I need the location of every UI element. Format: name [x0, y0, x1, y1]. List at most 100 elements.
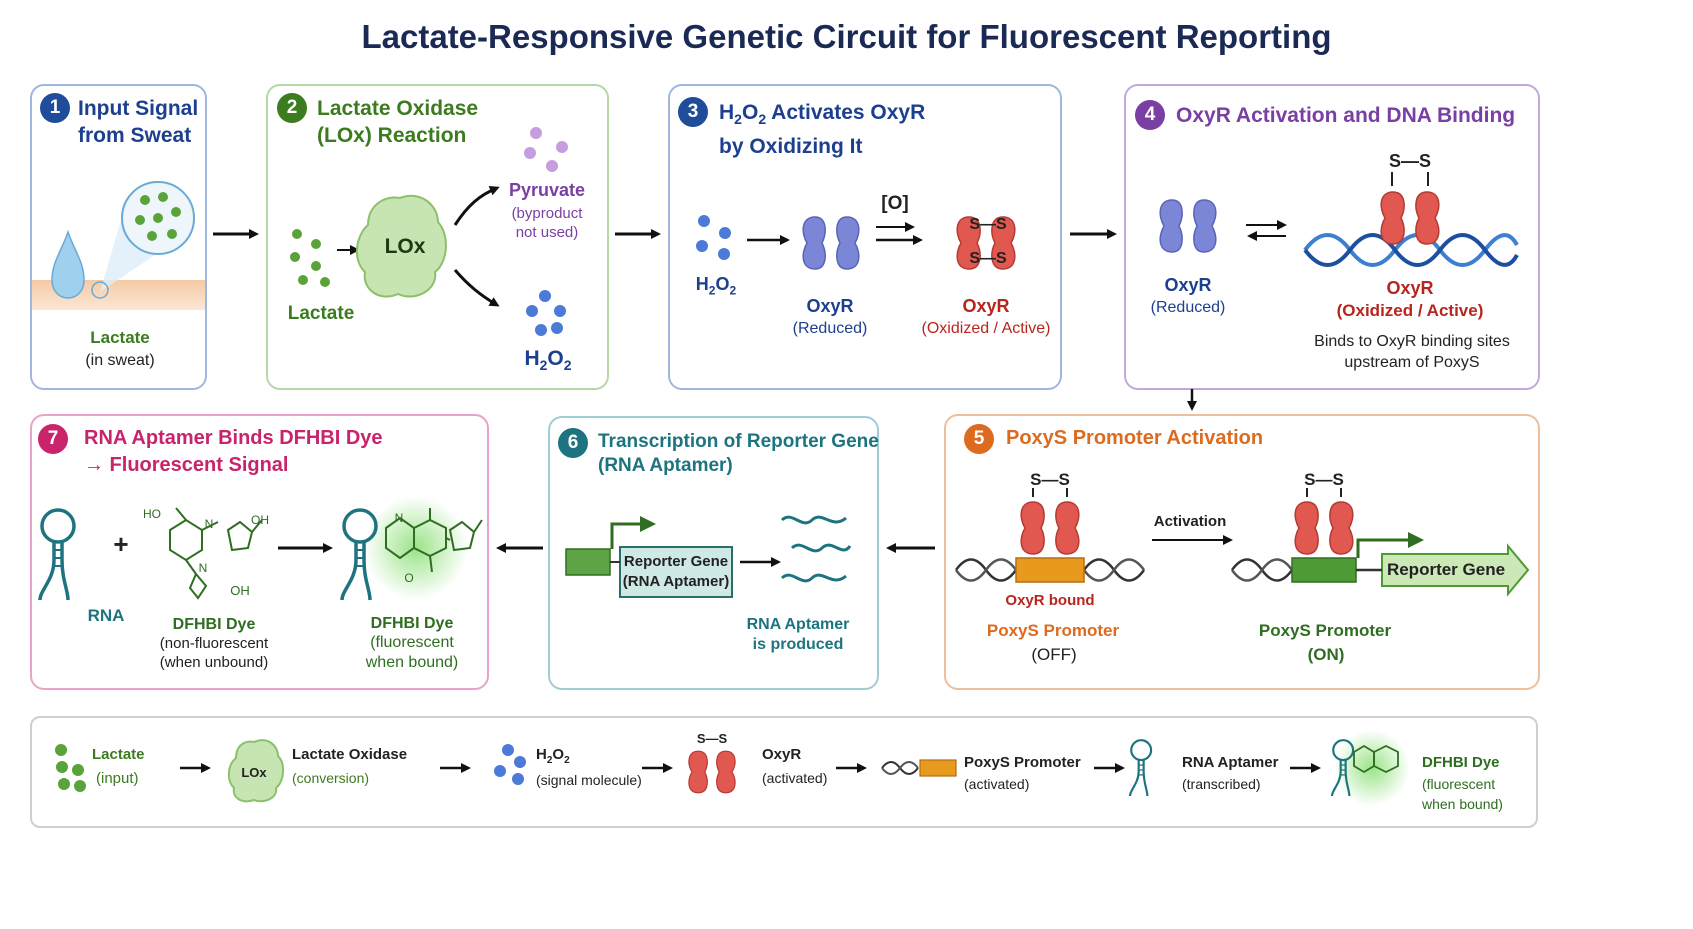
chem-n1: N [204, 517, 214, 531]
lactate-molecules [290, 229, 330, 287]
lactate-label-p2: Lactate [287, 303, 355, 324]
summary-lox-icon [228, 739, 284, 803]
plus-sign: + [113, 529, 129, 559]
step-number-7: 7 [38, 424, 68, 454]
panel-6-transcription [548, 416, 879, 690]
panel-7-title: RNA Aptamer Binds DFHBI Dye→ Fluorescent… [84, 427, 383, 476]
panel-4-title: OxyR Activation and DNA Binding [1176, 104, 1516, 127]
oxidant-label: [O] [881, 193, 909, 214]
promoter-box-p6 [565, 548, 611, 576]
promoter-on-name: PoxyS Promoter [1258, 621, 1392, 640]
step-number-3: 3 [678, 97, 708, 127]
reporter-gene-label-p6: Reporter Gene(RNA Aptamer) [622, 553, 730, 590]
dfhbi-structure [169, 507, 263, 600]
step-number-5: 5 [964, 424, 994, 454]
h2o2-label-p3: H2O2 [695, 274, 737, 298]
reporter-gene-label-p5: Reporter Gene [1386, 560, 1506, 579]
promoter-off-name: PoxyS Promoter [986, 621, 1120, 640]
rna-label: RNA [87, 606, 125, 625]
rna-hairpin-icon [38, 508, 76, 602]
disulfide-label-p4: S—S [1388, 151, 1431, 171]
summary-aptamer-icon [1128, 739, 1153, 798]
summary-h2o2-icon [494, 744, 526, 785]
step-number-6: 6 [558, 428, 588, 458]
page-title: Lactate-Responsive Genetic Circuit for F… [361, 18, 1332, 55]
promoter-off-state: (OFF) [1031, 645, 1077, 664]
oxyr-oxidized-name-p4: OxyR [1386, 278, 1434, 298]
summary-dye: DFHBI Dye [1422, 754, 1500, 771]
disulfide-label-p3b: S—S [969, 250, 1007, 267]
dna-helix-p4 [1303, 233, 1519, 267]
sweat-drop-illustration [32, 181, 205, 310]
oxyr-reduced-name-p3: OxyR [806, 296, 854, 316]
disulfide-label-on: S—S [1304, 470, 1344, 489]
disulfide-label-p3: S—S [969, 216, 1007, 233]
reporter-gene-box [619, 546, 733, 598]
lactate-sublabel-p1: (in sweat) [85, 352, 155, 369]
panel-1-input-signal [30, 84, 207, 390]
dna-helix-on [1230, 558, 1294, 582]
step-number-1: 1 [40, 93, 70, 123]
oxyr-reduced-state-p3: (Reduced) [792, 320, 868, 337]
chem-o: O [404, 571, 414, 585]
poxys-promoter-on-box [1291, 557, 1357, 583]
summary-lactate-icon [55, 744, 86, 792]
summary-lactate: Lactate [92, 746, 145, 763]
oxyr-reduced-name-p4: OxyR [1164, 275, 1212, 295]
summary-poxys: PoxyS Promoter [964, 754, 1081, 771]
chem-n2: N [198, 561, 208, 575]
disulfide-label-off: S—S [1030, 470, 1070, 489]
pyruvate-molecules [524, 127, 568, 172]
summary-lox-sub: (conversion) [292, 770, 370, 786]
summary-lox-icon-label: LOx [241, 765, 267, 780]
dfhbi-bound-structure [385, 508, 483, 573]
panel-6-title: Transcription of Reporter Gene(RNA Aptam… [598, 431, 879, 476]
chem-ho: HO [143, 507, 161, 521]
summary-h2o2: H2O2 [536, 746, 570, 766]
h2o2-molecules-p2 [526, 290, 566, 336]
panel-2-title: Lactate Oxidase(LOx) Reaction [317, 97, 479, 147]
lox-enzyme-blob [356, 194, 447, 298]
panel-5-promoter-activation [944, 414, 1540, 690]
lactate-label-p1: Lactate [90, 328, 150, 347]
summary-oxyr-sub: (activated) [762, 770, 828, 786]
chem-n3: N [394, 511, 404, 525]
step-number-4: 4 [1135, 100, 1165, 130]
lox-enzyme-label: LOx [384, 235, 426, 258]
reporter-gene-arrow [1381, 543, 1530, 597]
h2o2-label-p2: H2O2 [524, 347, 572, 374]
panel-7-aptamer-binding [30, 414, 489, 690]
summary-aptamer: RNA Aptamer [1182, 754, 1279, 771]
summary-oxyr: OxyR [762, 746, 802, 763]
summary-lox: Lactate Oxidase [292, 746, 408, 763]
summary-oxyr-icon [688, 750, 736, 794]
poxys-promoter-off-box [1015, 557, 1085, 583]
step-number-2: 2 [277, 93, 307, 123]
summary-h2o2-sub: (signal molecule) [536, 772, 642, 788]
dfhbi-unbound-state: (non-fluorescent(when unbound) [159, 635, 269, 671]
pyruvate-label: Pyruvate [508, 180, 586, 200]
summary-poxys-sub: (activated) [964, 776, 1030, 792]
oxyr-oxidized-state-p3: (Oxidized / Active) [921, 320, 1051, 337]
chem-oh-bottom: OH [230, 583, 250, 598]
oxyr-reduced-icon-p4 [1159, 199, 1217, 253]
summary-aptamer-sub: (transcribed) [1182, 776, 1261, 792]
summary-bar [30, 716, 1538, 828]
panel-2-lox-reaction [266, 84, 609, 390]
oxyr-bound-off-icon [1020, 501, 1080, 555]
panel-3-title: H2O2 Activates OxyR by Oxidizing It [719, 101, 926, 159]
h2o2-molecules-p3 [696, 215, 731, 260]
rna-aptamer-strands [780, 515, 852, 583]
panel-4-dna-binding [1124, 84, 1540, 390]
oxyr-bound-label: OxyR bound [1005, 592, 1095, 609]
summary-dye-structure [1353, 744, 1399, 774]
panel-5-title: PoxyS Promoter Activation [1006, 427, 1264, 449]
dfhbi-unbound-name: DFHBI Dye [172, 616, 256, 633]
